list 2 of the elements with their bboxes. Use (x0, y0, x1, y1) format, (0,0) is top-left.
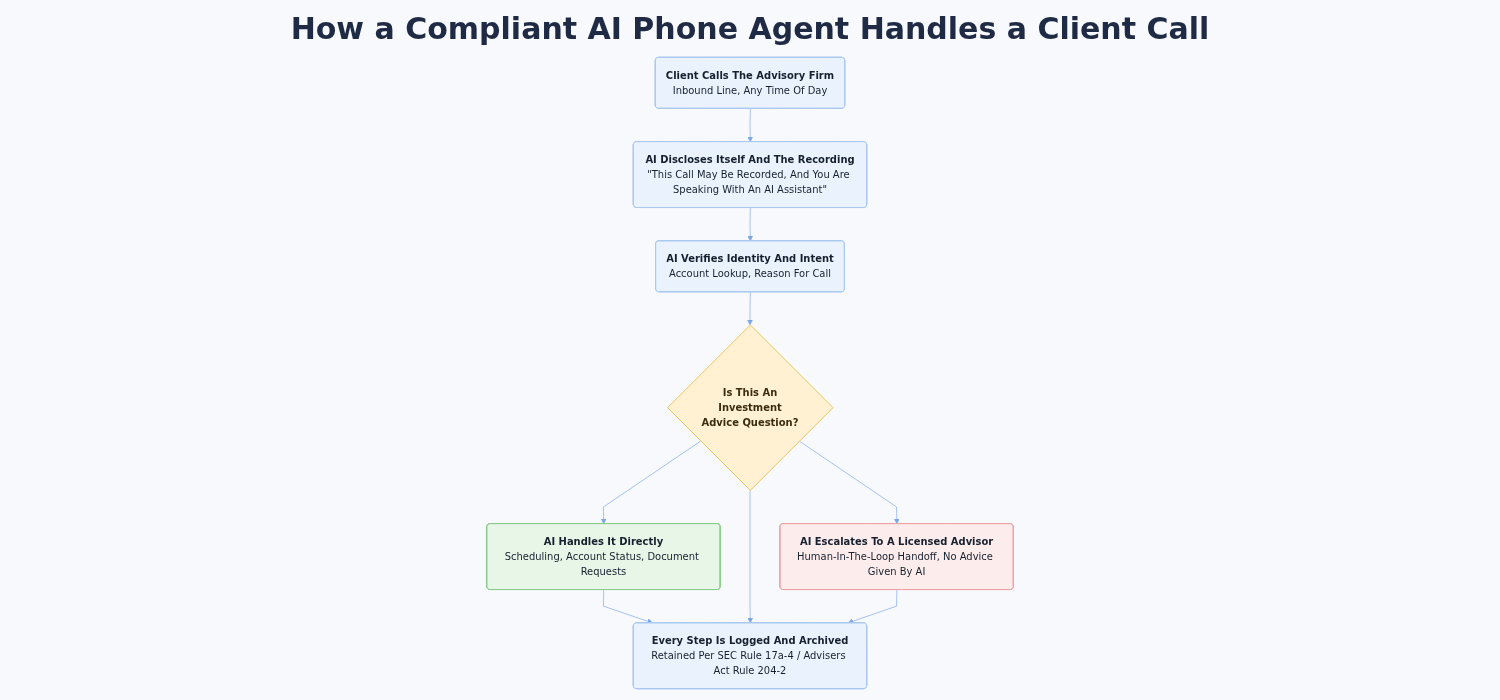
node-diamond: Is This An Investment Advice Question? (667, 324, 834, 491)
diagram-title: How a Compliant AI Phone Agent Handles a Client Call (290, 10, 1210, 48)
